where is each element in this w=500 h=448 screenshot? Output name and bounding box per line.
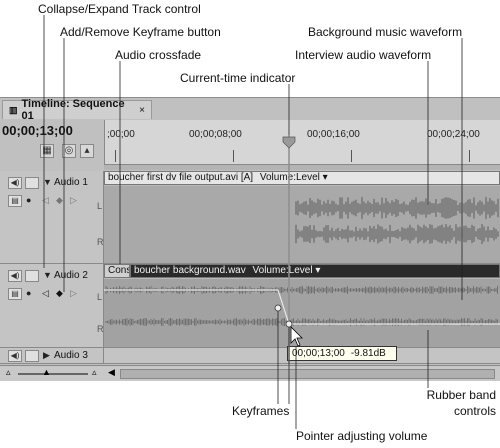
clip-property-menu-audio2[interactable]: Volume:Level ▾ — [252, 265, 321, 276]
snap-toggle-icon[interactable]: ▦ — [40, 144, 54, 158]
add-keyframe-callout: Add/Remove Keyframe button — [60, 25, 221, 39]
tab-timeline[interactable]: ▥ Timeline: Sequence 01 × — [2, 98, 152, 122]
channel-right-audio2: R — [97, 324, 104, 334]
keyframes-callout: Keyframes — [232, 404, 290, 418]
cti-callout: Current-time indicator — [180, 71, 296, 85]
ruler-tick — [469, 150, 470, 162]
grip-icon: ▥ — [9, 104, 18, 115]
track-area-audio1: boucher first dv file output.avi [A] Vol… — [97, 171, 500, 264]
show-keyframes-icon[interactable]: ● — [26, 288, 32, 298]
clip-audio1[interactable]: boucher first dv file output.avi [A] Vol… — [104, 171, 500, 185]
show-keyframes-icon[interactable]: ● — [26, 195, 32, 205]
add-remove-keyframe-icon[interactable]: ◆ — [56, 195, 63, 205]
track-area-audio2: Const boucher background.wav Volume:Leve… — [97, 264, 500, 348]
clip-audio2[interactable]: boucher background.wav Volume:Level ▾ — [130, 264, 500, 278]
bg-music-waveform-callout: Background music waveform — [308, 25, 463, 39]
volume-tooltip: 00;00;13;00 -9.81dB — [287, 346, 397, 361]
add-remove-keyframe-icon[interactable]: ◆ — [56, 288, 63, 298]
scroll-left-icon[interactable]: ◀ — [108, 367, 115, 377]
ruler-label-16: 00;00;16;00 — [307, 129, 360, 140]
timeline-panel: ▥ Timeline: Sequence 01 × 00;00;13;00 ▦ … — [0, 97, 500, 381]
zoom-bar: ▵ ▲ ▵ ◀ — [0, 365, 500, 381]
lock-track-icon[interactable] — [25, 350, 39, 362]
rubber-band-callout-line1: Rubber band — [426, 388, 496, 402]
clip-name-audio1: boucher first dv file output.avi [A] — [108, 172, 254, 183]
speaker-icon[interactable]: ◀) — [8, 177, 22, 189]
prev-keyframe-icon[interactable]: ◁ — [42, 195, 49, 205]
track-name-audio2: Audio 2 — [54, 270, 88, 281]
lock-track-icon[interactable] — [25, 270, 39, 282]
next-keyframe-icon[interactable]: ▷ — [70, 288, 77, 298]
speaker-icon[interactable]: ◀) — [8, 270, 22, 282]
channel-left-audio1: L — [97, 201, 103, 211]
clip-property-menu-audio1[interactable]: Volume:Level ▾ — [259, 172, 328, 183]
ruler-label-8: 00;00;08;00 — [189, 129, 242, 140]
time-ruler[interactable]: ;00;00 00;00;08;00 00;00;16;00 00;00;24;… — [104, 120, 500, 164]
zoom-slider-thumb[interactable]: ▲ — [42, 367, 51, 377]
channel-right-audio1: R — [97, 237, 104, 247]
ruler-tick — [351, 150, 352, 162]
zoom-slider-track[interactable] — [18, 373, 88, 375]
prev-keyframe-icon[interactable]: ◁ — [42, 288, 49, 298]
collapse-expand-callout: Collapse/Expand Track control — [38, 2, 201, 16]
ruler-label-0: ;00;00 — [107, 129, 135, 140]
tooltip-value: -9.81dB — [350, 348, 386, 359]
work-area-bar[interactable] — [104, 164, 500, 170]
track-name-audio1: Audio 1 — [54, 177, 88, 188]
set-encore-marker-icon[interactable]: ◎ — [62, 144, 76, 158]
display-style-icon[interactable]: ▤ — [8, 288, 22, 300]
clip-name-audio2: boucher background.wav — [134, 265, 246, 276]
zoom-out-icon[interactable]: ▵ — [6, 367, 11, 377]
channel-left-audio2: L — [97, 292, 103, 302]
track-name-audio3: Audio 3 — [54, 350, 88, 361]
clip-body-audio1[interactable] — [104, 186, 500, 263]
collapse-expand-icon[interactable]: ▼ — [43, 177, 52, 187]
horizontal-scrollbar[interactable] — [120, 369, 495, 379]
track-header-audio1: ◀) ▼ Audio 1 ▤ ● ◁ ◆ ▷ — [0, 171, 104, 264]
audio-crossfade-callout: Audio crossfade — [115, 48, 202, 62]
zoom-in-icon[interactable]: ▵ — [92, 367, 97, 377]
clip-body-audio2[interactable] — [104, 279, 500, 347]
track-header-audio2: ◀) ▼ Audio 2 ▤ ● ◁ ◆ ▷ — [0, 264, 104, 348]
ruler-tick — [233, 150, 234, 162]
interview-waveform-callout: Interview audio waveform — [295, 48, 432, 62]
ruler-tick — [115, 150, 116, 162]
rubber-band-callout-line2: controls — [453, 404, 496, 418]
audio-crossfade[interactable]: Const — [104, 264, 130, 278]
current-timecode[interactable]: 00;00;13;00 — [2, 123, 73, 138]
track-header-audio3: ◀) ▶ Audio 3 — [0, 348, 104, 364]
lock-track-icon[interactable] — [25, 177, 39, 189]
close-icon[interactable]: × — [139, 104, 145, 116]
collapse-expand-icon[interactable]: ▶ — [43, 350, 50, 360]
pointer-adjusting-callout: Pointer adjusting volume — [296, 429, 428, 443]
display-style-icon[interactable]: ▤ — [8, 195, 22, 207]
tab-title: Timeline: Sequence 01 — [21, 98, 125, 122]
tooltip-time: 00;00;13;00 — [292, 348, 345, 359]
add-marker-icon[interactable]: ▴ — [80, 144, 94, 158]
next-keyframe-icon[interactable]: ▷ — [70, 195, 77, 205]
collapse-expand-icon[interactable]: ▼ — [43, 270, 52, 280]
speaker-icon[interactable]: ◀) — [8, 350, 22, 362]
ruler-label-24: 00;00;24;00 — [427, 129, 480, 140]
